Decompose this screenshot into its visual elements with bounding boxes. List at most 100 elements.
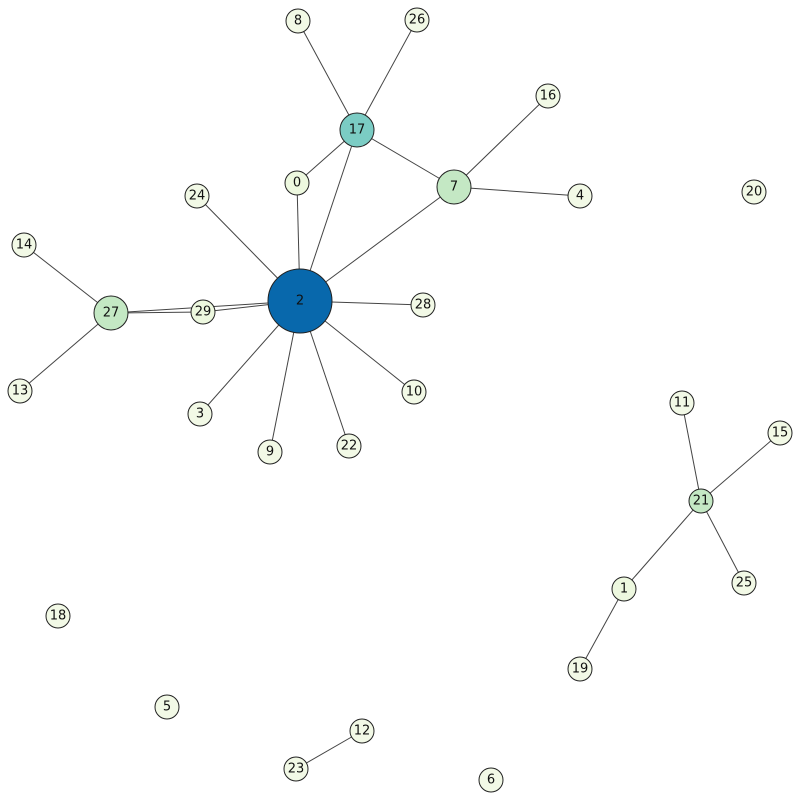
edge-16-7 <box>453 95 549 188</box>
node-label: 0 <box>293 176 301 191</box>
node-circle <box>336 433 362 459</box>
node-1: 1 <box>611 576 637 602</box>
node-label: 25 <box>736 576 753 591</box>
node-5: 5 <box>154 694 180 720</box>
node-label: 18 <box>50 609 67 624</box>
node-circle <box>611 576 637 602</box>
node-6: 6 <box>478 767 504 793</box>
node-11: 11 <box>669 390 695 416</box>
node-label: 15 <box>772 426 789 441</box>
node-24: 24 <box>184 183 210 209</box>
node-20: 20 <box>741 179 767 205</box>
node-circle <box>535 83 561 109</box>
node-circle <box>478 767 504 793</box>
node-circle <box>11 232 37 258</box>
node-circle <box>284 170 310 196</box>
node-circle <box>7 378 33 404</box>
node-label: 1 <box>620 582 628 597</box>
node-circle <box>669 390 695 416</box>
node-8: 8 <box>285 8 311 34</box>
node-label: 5 <box>163 700 171 715</box>
edge-21-25 <box>700 500 745 584</box>
node-circle <box>285 8 311 34</box>
node-label: 14 <box>16 238 33 253</box>
node-circle <box>190 299 216 325</box>
node-circle <box>401 379 427 405</box>
node-label: 11 <box>674 396 691 411</box>
edge-14-27 <box>23 244 112 314</box>
node-label: 2 <box>296 294 304 309</box>
node-circle <box>45 603 71 629</box>
edge-1-19 <box>579 588 625 670</box>
node-7: 7 <box>436 169 472 205</box>
node-label: 20 <box>746 185 763 200</box>
node-14: 14 <box>11 232 37 258</box>
node-18: 18 <box>45 603 71 629</box>
node-25: 25 <box>731 570 757 596</box>
node-label: 16 <box>540 89 557 104</box>
node-circle <box>567 656 593 682</box>
node-label: 13 <box>12 384 29 399</box>
node-label: 28 <box>415 298 432 313</box>
node-circle <box>436 169 472 205</box>
node-label: 7 <box>450 180 458 195</box>
node-label: 24 <box>189 189 206 204</box>
node-19: 19 <box>567 656 593 682</box>
edge-26-17 <box>356 19 418 131</box>
edge-13-27 <box>19 312 112 392</box>
edge-21-1 <box>623 500 702 590</box>
node-circle <box>404 7 430 33</box>
node-label: 4 <box>576 189 584 204</box>
node-circle <box>349 718 375 744</box>
node-label: 21 <box>693 494 710 509</box>
node-label: 9 <box>266 445 274 460</box>
node-label: 19 <box>572 662 589 677</box>
node-circle <box>154 694 180 720</box>
node-circle <box>267 268 333 334</box>
node-4: 4 <box>567 183 593 209</box>
edge-17-7 <box>356 129 455 188</box>
node-29: 29 <box>190 299 216 325</box>
node-12: 12 <box>349 718 375 744</box>
edge-8-17 <box>297 20 358 131</box>
node-label: 23 <box>288 762 305 777</box>
edge-7-4 <box>453 186 581 197</box>
node-circle <box>741 179 767 205</box>
node-label: 8 <box>294 14 302 29</box>
node-21: 21 <box>688 488 714 514</box>
node-label: 10 <box>406 385 423 400</box>
node-label: 26 <box>409 13 426 28</box>
node-10: 10 <box>401 379 427 405</box>
edge-15-21 <box>700 432 781 502</box>
node-3: 3 <box>187 401 213 427</box>
node-label: 3 <box>196 407 204 422</box>
edge-11-21 <box>681 402 702 502</box>
node-16: 16 <box>535 83 561 109</box>
node-0: 0 <box>284 170 310 196</box>
node-28: 28 <box>410 292 436 318</box>
node-circle <box>339 112 375 148</box>
edge-12-23 <box>295 730 363 770</box>
node-circle <box>283 756 309 782</box>
node-label: 27 <box>103 306 120 321</box>
node-circle <box>767 420 793 446</box>
node-label: 12 <box>354 724 371 739</box>
node-13: 13 <box>7 378 33 404</box>
node-circle <box>567 183 593 209</box>
node-15: 15 <box>767 420 793 446</box>
node-23: 23 <box>283 756 309 782</box>
node-label: 29 <box>195 305 212 320</box>
node-circle <box>257 439 283 465</box>
node-22: 22 <box>336 433 362 459</box>
node-26: 26 <box>404 7 430 33</box>
node-circle <box>410 292 436 318</box>
node-label: 17 <box>349 123 366 138</box>
node-circle <box>731 570 757 596</box>
edge-layer <box>19 19 781 770</box>
node-17: 17 <box>339 112 375 148</box>
node-9: 9 <box>257 439 283 465</box>
node-circle <box>184 183 210 209</box>
node-circle <box>187 401 213 427</box>
